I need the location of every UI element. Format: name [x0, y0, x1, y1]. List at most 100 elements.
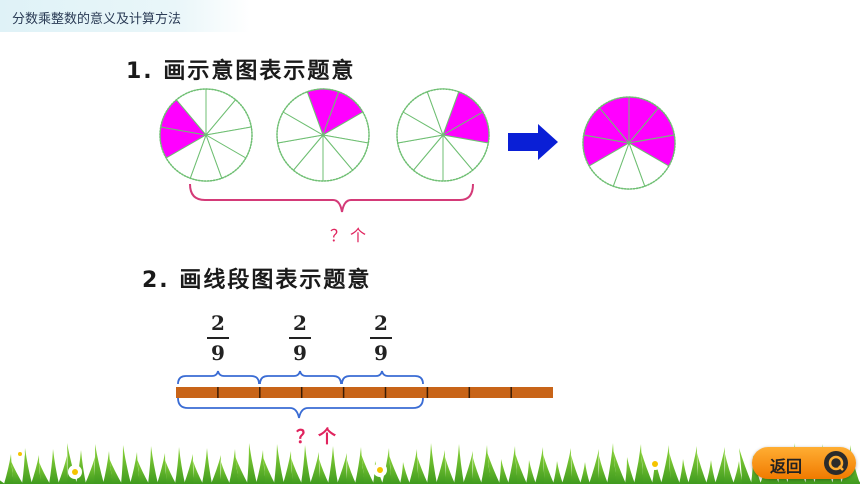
- grass-blade: [85, 457, 95, 484]
- grass-blade: [319, 459, 329, 484]
- fraction-1-denominator: 9: [211, 341, 225, 365]
- grass-blade: [4, 454, 14, 484]
- grass-blade: [283, 451, 293, 484]
- grass-blade: [598, 456, 608, 484]
- refresh-icon: [824, 451, 848, 475]
- pies-brace: [189, 183, 474, 213]
- total-brace: [177, 397, 424, 419]
- grass-blade: [634, 444, 644, 484]
- grass-blade: [733, 461, 743, 484]
- grass-blade: [613, 450, 626, 484]
- back-button-label: 返回: [770, 457, 803, 476]
- grass-blade: [706, 460, 716, 484]
- grass-blade: [137, 459, 149, 484]
- pie-1: [159, 88, 253, 182]
- grass-blade: [669, 452, 680, 484]
- fraction-1: 2 9: [205, 312, 231, 364]
- grass-blade: [301, 445, 311, 484]
- grass-blade: [688, 446, 698, 484]
- pie-2-outline: [276, 88, 370, 182]
- grass-blade: [175, 447, 185, 484]
- fraction-2: 2 9: [287, 312, 313, 364]
- grass-blade: [157, 453, 167, 484]
- grass-blade: [361, 454, 374, 484]
- segment-brace-3: [341, 370, 424, 385]
- section2-heading: 2. 画线段图表示题意: [142, 268, 372, 293]
- grass-blade: [184, 454, 194, 484]
- grass-blade: [274, 444, 284, 484]
- segment-brace-2: [259, 370, 342, 385]
- grass-blade: [454, 444, 464, 484]
- fraction-3-denominator: 9: [374, 341, 388, 365]
- grass-blade: [22, 448, 32, 484]
- pie-result-outline: [582, 96, 676, 190]
- grass-blade: [310, 452, 320, 484]
- grass-blade: [589, 449, 599, 484]
- pie-result: [582, 96, 676, 190]
- grass-decoration: [0, 443, 860, 484]
- fraction-3: 2 9: [368, 312, 394, 364]
- grass-blade: [553, 461, 563, 484]
- grass-blade: [472, 458, 482, 484]
- segment-brace-1: [177, 370, 260, 385]
- grass-blade: [625, 457, 635, 484]
- section1-heading: 1. 画示意图表示题意: [126, 59, 356, 84]
- header-bar: 分数乘整数的意义及计算方法: [0, 0, 250, 32]
- grass-blade: [121, 445, 131, 484]
- grass-blade: [499, 459, 509, 484]
- fraction-1-numerator: 2: [211, 311, 225, 335]
- grass-blade: [607, 443, 617, 484]
- segment-bar: [176, 387, 553, 398]
- grass-blade: [641, 451, 653, 484]
- grass-blade: [263, 457, 275, 484]
- grass-blade: [235, 456, 248, 484]
- grass-blade: [739, 448, 752, 484]
- pie-3: [396, 88, 490, 182]
- grass-blade: [409, 449, 419, 484]
- grass-blade: [211, 455, 221, 484]
- grass-blade: [94, 444, 104, 484]
- grass-blade: [58, 456, 68, 484]
- grass-blade: [291, 458, 302, 484]
- right-arrow-icon: [508, 124, 558, 160]
- grass-blade: [724, 454, 734, 484]
- grass-blade: [562, 448, 572, 484]
- grass-blade: [193, 461, 203, 484]
- grass-blade: [346, 460, 356, 484]
- grass-blade: [220, 462, 230, 484]
- grass-blade: [652, 458, 662, 484]
- grass-blade: [697, 453, 707, 484]
- grass-blade: [481, 445, 491, 484]
- grass-blade: [256, 450, 266, 484]
- grass-blade: [39, 462, 50, 484]
- pie-3-outline: [396, 88, 490, 182]
- pies-question: ？个: [330, 226, 371, 245]
- grass-blade: [400, 462, 410, 484]
- grass-blade: [31, 455, 41, 484]
- grass-blade: [247, 443, 257, 484]
- grass-blade: [661, 445, 671, 484]
- grass-blade: [463, 451, 473, 484]
- grass-blade: [571, 455, 581, 484]
- grass-blade: [526, 460, 536, 484]
- pie-2: [276, 88, 370, 182]
- back-button[interactable]: 返回: [752, 447, 856, 479]
- grass-blade: [11, 461, 23, 484]
- grass-blade: [515, 453, 527, 484]
- grass-blade: [445, 457, 455, 484]
- grass-blade: [109, 458, 122, 484]
- grass-blade: [715, 447, 725, 484]
- grass-blade: [0, 480, 5, 484]
- grass-blade: [427, 443, 437, 484]
- grass-blade: [679, 459, 689, 484]
- grass-blade: [580, 462, 590, 484]
- grass-blade: [202, 448, 212, 484]
- pie-1-outline: [159, 88, 253, 182]
- grass-blade: [355, 447, 365, 484]
- grass-blade: [337, 453, 347, 484]
- grass-blade: [543, 454, 554, 484]
- header-title: 分数乘整数的意义及计算方法: [12, 12, 182, 27]
- fraction-2-numerator: 2: [293, 311, 307, 335]
- grass-blade: [328, 446, 338, 484]
